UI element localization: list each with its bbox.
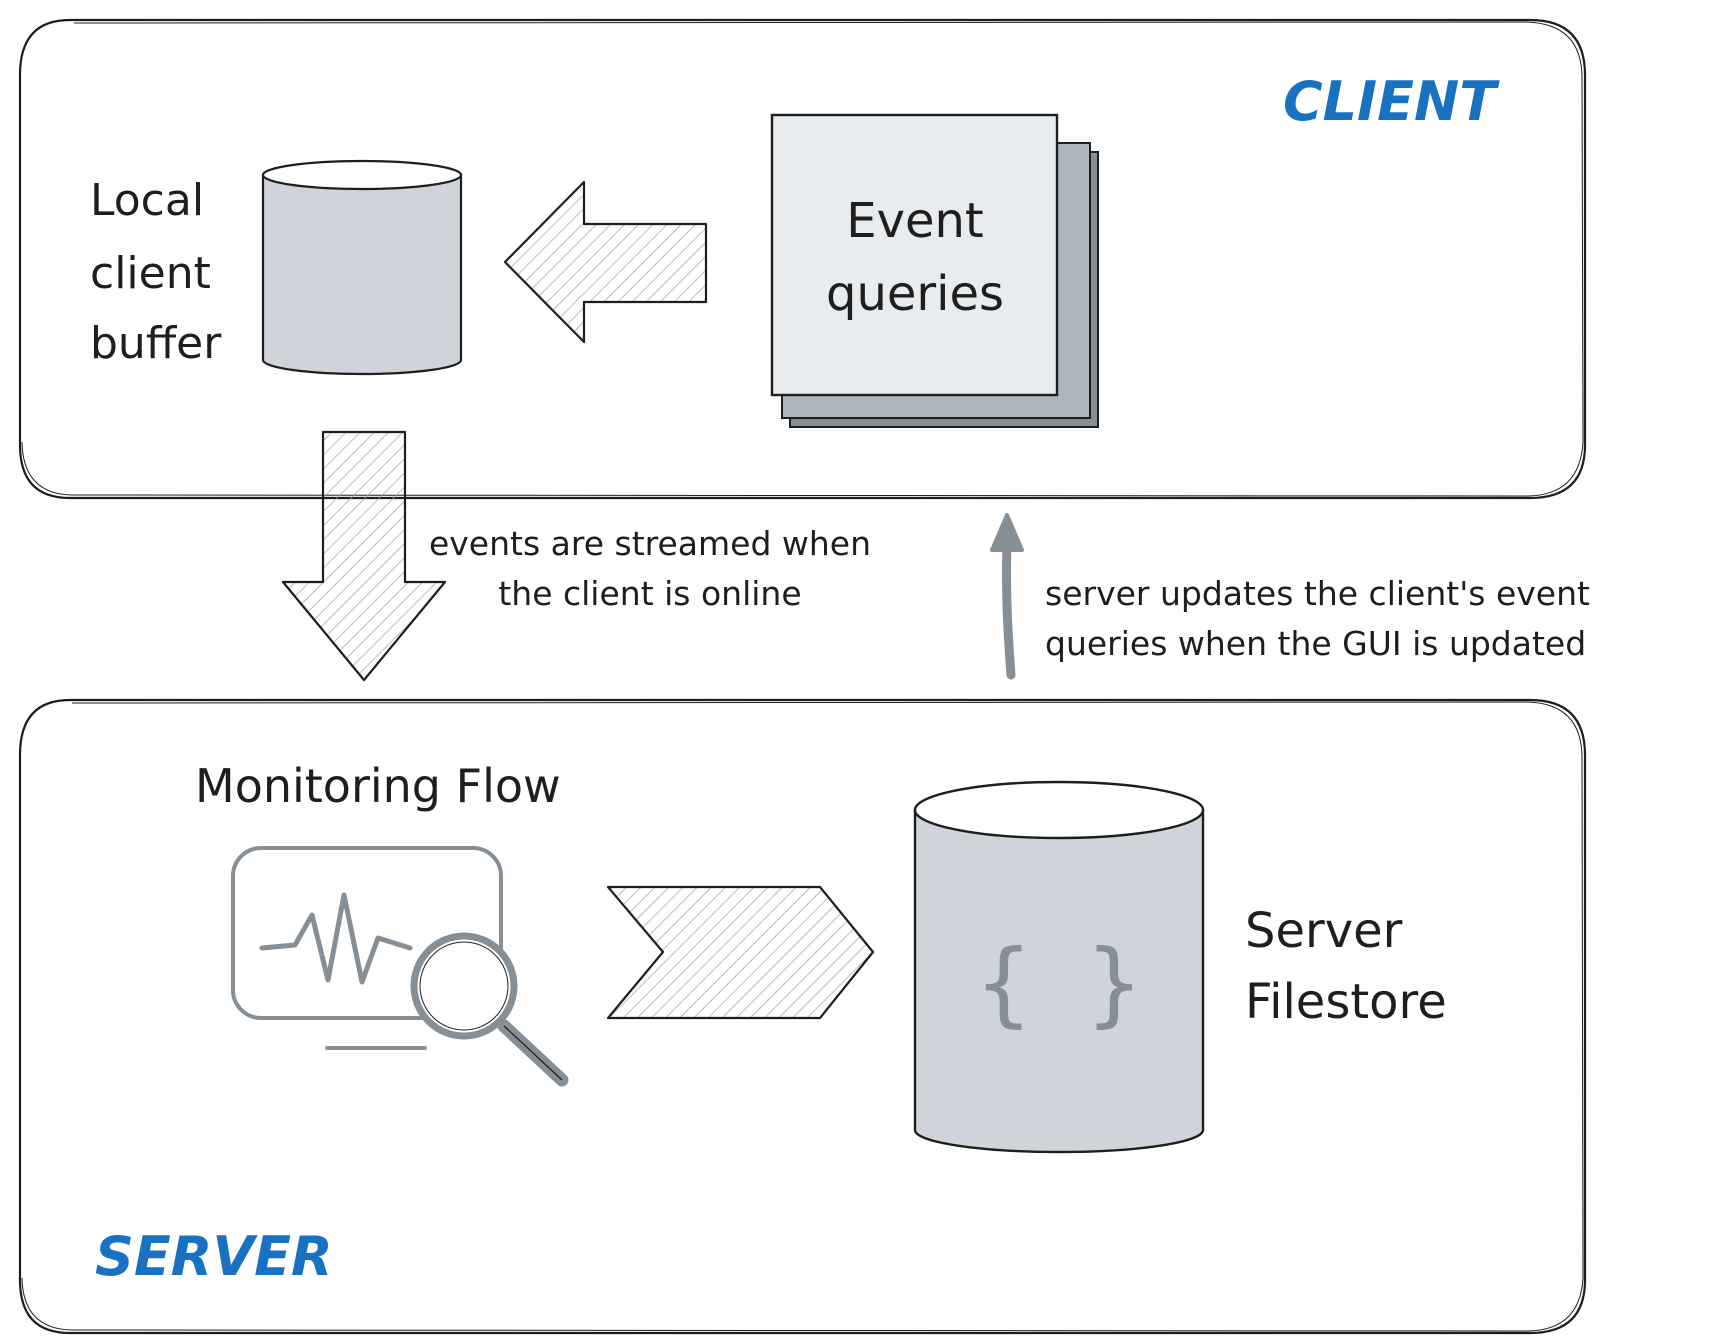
stream-down-arrow	[281, 430, 447, 682]
server-title: SERVER	[95, 1225, 333, 1288]
update-note-line-1: server updates the client's event	[1045, 574, 1590, 613]
monitoring-flow-label: Monitoring Flow	[195, 759, 561, 813]
server-panel: SERVER Monitoring Flow { } Server Filest…	[18, 698, 1587, 1335]
queries-to-buffer-arrow	[503, 180, 708, 344]
client-panel: CLIENT Local client buffer Event queries	[18, 18, 1587, 500]
local-buffer-label-line-3: buffer	[90, 318, 222, 369]
event-queries-label-line-1: Event	[846, 193, 984, 249]
client-title: CLIENT	[1283, 70, 1500, 133]
local-buffer-label-line-1: Local	[90, 175, 204, 226]
flow-to-filestore-arrow	[606, 885, 875, 1020]
update-note-line-2: queries when the GUI is updated	[1045, 624, 1586, 663]
filestore-label-line-2: Filestore	[1245, 974, 1447, 1030]
stream-note-line-2: the client is online	[498, 574, 801, 613]
event-queries-label-line-2: queries	[826, 266, 1004, 322]
server-filestore-cylinder-icon: { }	[913, 780, 1205, 1154]
local-buffer-cylinder-icon	[261, 159, 463, 376]
monitoring-search-icon	[231, 846, 569, 1087]
json-braces-icon: { }	[976, 930, 1142, 1037]
local-buffer-label-line-2: client	[90, 248, 211, 299]
stream-note-line-1: events are streamed when	[429, 524, 871, 563]
filestore-label-line-1: Server	[1245, 903, 1403, 959]
event-queries-stack: Event queries	[770, 113, 1099, 428]
update-up-arrow	[990, 513, 1024, 680]
